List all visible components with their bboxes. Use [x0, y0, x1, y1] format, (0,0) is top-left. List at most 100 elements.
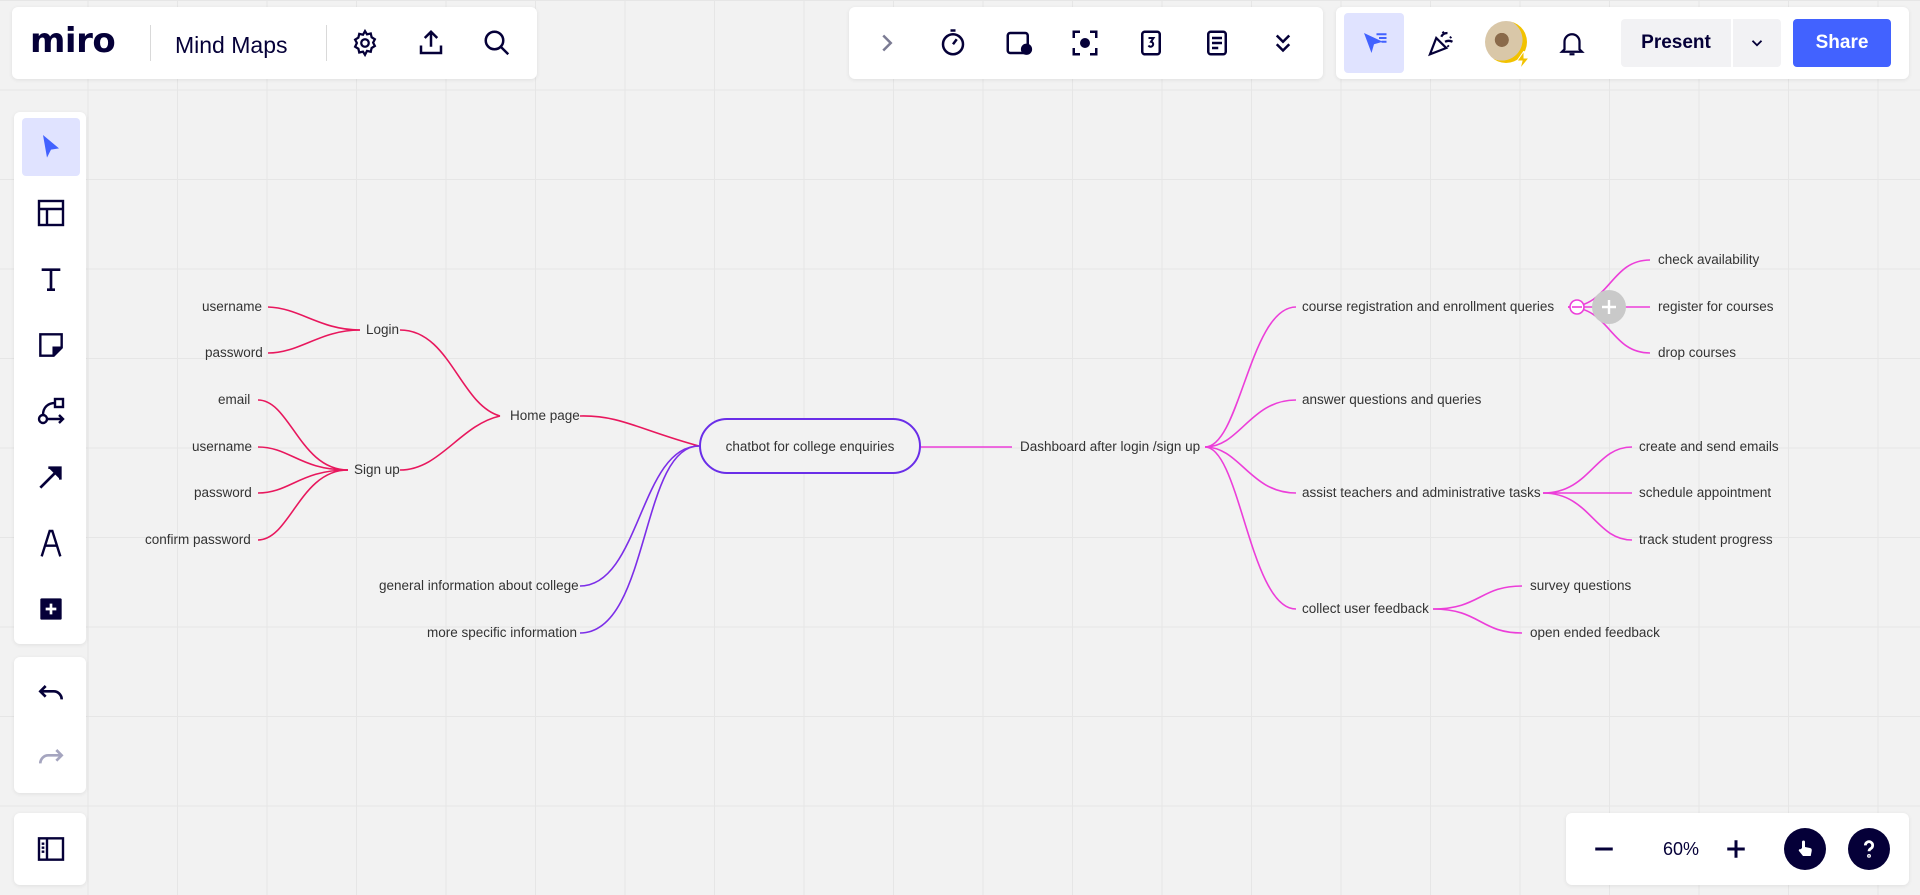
edge-feedback-survey	[1432, 585, 1523, 610]
node-schedule-appointment[interactable]: schedule appointment	[1639, 485, 1772, 500]
node-sign-up[interactable]: Sign up	[354, 462, 400, 477]
node-drop-courses[interactable]: drop courses	[1658, 345, 1737, 360]
edge-dash-course	[1204, 306, 1297, 448]
help-button[interactable]	[1848, 828, 1890, 870]
templates-tool[interactable]	[22, 184, 80, 242]
present-button[interactable]: Present	[1621, 19, 1731, 67]
board-title[interactable]: Mind Maps	[175, 32, 288, 58]
document-icon	[1207, 30, 1227, 56]
edge-dash-feedback	[1204, 446, 1297, 610]
node-signup-password[interactable]: password	[194, 485, 252, 500]
node-general-info[interactable]: general information about college	[379, 578, 579, 593]
node-login-username[interactable]: username	[202, 299, 263, 314]
edge-signup-confirm	[257, 469, 349, 541]
celebrate-button[interactable]	[1417, 20, 1463, 66]
search-button[interactable]	[474, 20, 520, 66]
shapes-connector-icon	[37, 397, 65, 425]
layout-icon	[37, 199, 65, 227]
timer-button[interactable]	[930, 20, 976, 66]
node-check-availability[interactable]: check availability	[1658, 252, 1760, 267]
notifications-button[interactable]	[1549, 20, 1595, 66]
header-divider	[150, 25, 151, 61]
sticky-note-tool[interactable]	[22, 316, 80, 374]
more-apps-tool[interactable]	[22, 580, 80, 638]
miro-logo[interactable]: miro	[30, 21, 116, 61]
upload-icon	[419, 29, 443, 55]
node-register-courses[interactable]: register for courses	[1658, 299, 1774, 314]
collaboration-toolbar	[849, 7, 1323, 79]
edge-assist-create	[1542, 446, 1633, 494]
select-tool[interactable]	[22, 118, 80, 176]
shapes-tool[interactable]	[22, 382, 80, 440]
card-dot-icon	[1006, 31, 1033, 55]
plus-icon	[1602, 300, 1616, 314]
edge-signup-username	[257, 446, 349, 471]
node-login[interactable]: Login	[366, 322, 400, 337]
share-button-label: Share	[1815, 32, 1869, 53]
settings-button[interactable]	[342, 20, 388, 66]
node-open-feedback[interactable]: open ended feedback	[1530, 625, 1660, 640]
edge-home-login	[399, 329, 501, 417]
add-child-button[interactable]	[1592, 290, 1626, 324]
minus-icon	[1595, 847, 1613, 851]
present-options-button[interactable]	[1733, 19, 1781, 67]
edge-root-general	[579, 445, 700, 587]
undo-button[interactable]	[22, 665, 80, 723]
voting-button[interactable]	[996, 20, 1042, 66]
edge-signup-password	[257, 469, 349, 494]
edge-login-username	[267, 306, 361, 331]
bring-to-me-button[interactable]	[1062, 20, 1108, 66]
sticky-note-icon	[39, 333, 63, 357]
node-signup-username[interactable]: username	[192, 439, 253, 454]
zoom-level[interactable]: 60%	[1662, 839, 1700, 859]
node-create-emails[interactable]: create and send emails	[1639, 439, 1779, 454]
hand-pointer-icon	[1798, 840, 1812, 856]
root-node[interactable]: chatbot for college enquiries	[699, 418, 921, 474]
sidebar-panel-icon	[37, 837, 65, 861]
header-divider-2	[326, 25, 327, 61]
navigation-mode-button[interactable]	[1784, 828, 1826, 870]
edge-home-signup	[399, 415, 501, 471]
notes-button[interactable]	[1194, 20, 1240, 66]
text-icon	[41, 268, 61, 291]
numbered-frame-icon	[1141, 30, 1161, 56]
node-assist-teachers[interactable]: assist teachers and administrative tasks	[1302, 485, 1541, 500]
edge-dash-answer	[1204, 399, 1297, 448]
node-signup-confirm[interactable]: confirm password	[145, 532, 251, 547]
edge-login-password	[267, 329, 361, 354]
node-course-registration[interactable]: course registration and enrollment queri…	[1302, 299, 1555, 314]
text-tool[interactable]	[22, 250, 80, 308]
top-right-panel: Present Share	[1336, 7, 1909, 79]
edge-dash-assist	[1204, 446, 1297, 494]
frames-button[interactable]	[1128, 20, 1174, 66]
node-dashboard[interactable]: Dashboard after login /sign up	[1020, 439, 1201, 454]
pen-icon	[40, 529, 62, 557]
node-specific-info[interactable]: more specific information	[427, 625, 578, 640]
node-signup-email[interactable]: email	[218, 392, 251, 407]
zoom-panel: 60%	[1566, 813, 1909, 885]
edge-root-specific	[579, 445, 700, 634]
share-button[interactable]: Share	[1793, 19, 1891, 67]
arrow-tool[interactable]	[22, 448, 80, 506]
expand-toolbar-button[interactable]	[864, 20, 910, 66]
user-avatar[interactable]	[1485, 21, 1531, 69]
double-chevron-down-icon	[1275, 34, 1291, 53]
gear-icon	[353, 28, 377, 58]
node-track-progress[interactable]: track student progress	[1639, 532, 1773, 547]
zoom-in-button[interactable]	[1713, 826, 1759, 872]
redo-button[interactable]	[22, 729, 80, 787]
reactions-cursor-button[interactable]	[1344, 13, 1404, 73]
more-tools-button[interactable]	[1260, 20, 1306, 66]
node-survey-questions[interactable]: survey questions	[1530, 578, 1632, 593]
lightning-icon	[1516, 51, 1531, 69]
node-collect-feedback[interactable]: collect user feedback	[1302, 601, 1429, 616]
zoom-out-button[interactable]	[1581, 826, 1627, 872]
node-answer-questions[interactable]: answer questions and queries	[1302, 392, 1482, 407]
node-login-password[interactable]: password	[205, 345, 263, 360]
frames-panel-button[interactable]	[22, 820, 80, 878]
plus-square-icon	[40, 598, 62, 620]
node-home-page[interactable]: Home page	[510, 408, 580, 423]
edge-signup-email	[257, 399, 349, 471]
pen-tool[interactable]	[22, 514, 80, 572]
export-button[interactable]	[408, 20, 454, 66]
